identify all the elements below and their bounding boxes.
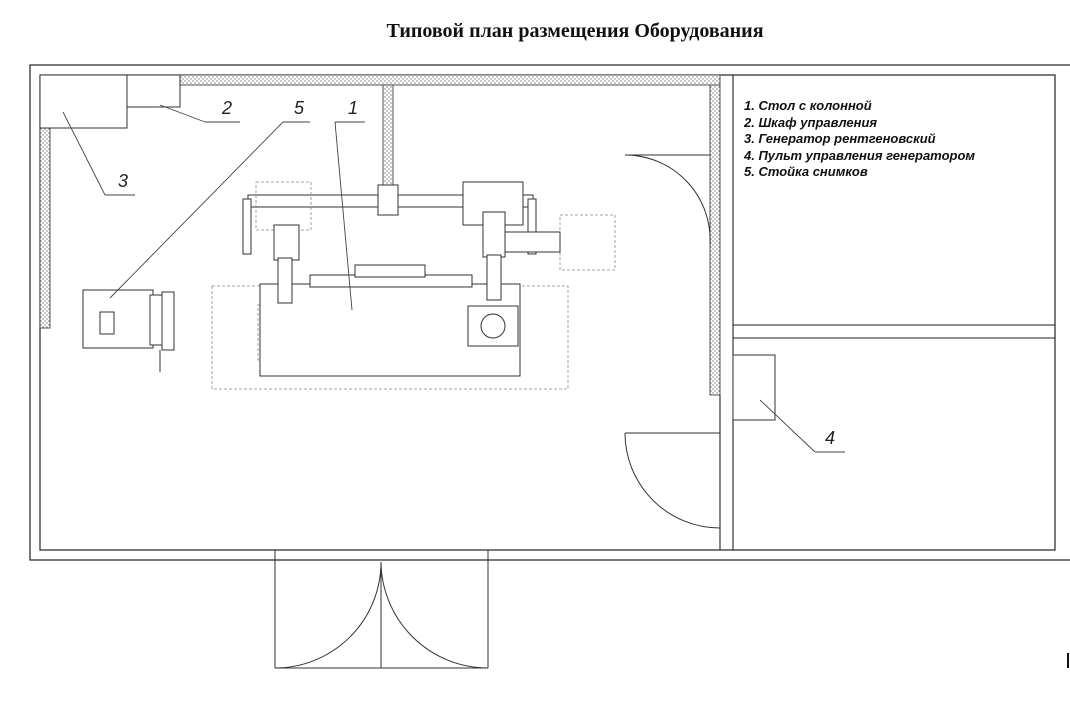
- callout-5: 5: [294, 98, 305, 118]
- tube-head: [273, 211, 561, 347]
- ceiling-rail: [242, 181, 537, 255]
- right-rooms: [719, 75, 1055, 550]
- legend-item: 5. Стойка снимков: [744, 164, 868, 179]
- entrance-door: [274, 550, 489, 669]
- callout-1: 1: [348, 98, 359, 118]
- legend-item: 2. Шкаф управления: [744, 114, 878, 130]
- legend-item: 3. Генератор рентгеновский: [744, 131, 936, 146]
- rack-5: [82, 289, 175, 372]
- page-title: Типовой план размещения Оборудования: [386, 20, 764, 42]
- leader-lines: [62, 104, 845, 453]
- console-4: [732, 354, 776, 421]
- callout-4: 4: [825, 428, 836, 448]
- callout-2: 2: [222, 98, 233, 118]
- cabinet-2: [126, 74, 181, 108]
- legend-item: 4. Пульт управления генератором: [744, 147, 976, 163]
- right-doors: [624, 154, 721, 529]
- legend-item: 1. Стол с колонной: [744, 98, 872, 113]
- generator-3: [39, 74, 128, 129]
- callout-3: 3: [118, 171, 129, 191]
- equipment-legend: 1. Стол с колонной 2. Шкаф управления 3.…: [744, 98, 975, 181]
